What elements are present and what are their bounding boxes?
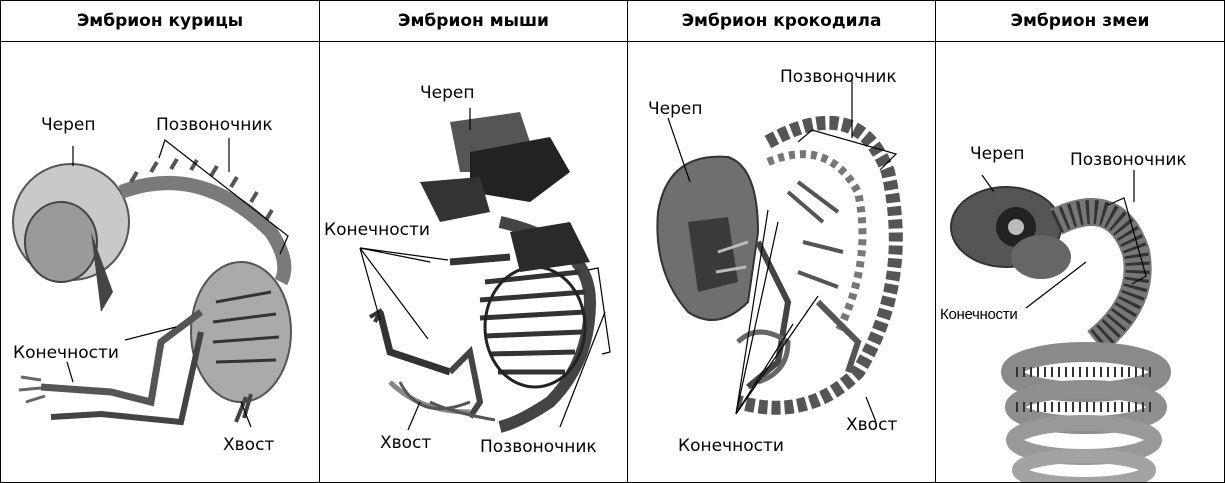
label-spine: Позвоночник <box>156 115 273 135</box>
panel-crocodile: Позвоночник Череп Хвост Конечности <box>627 42 935 482</box>
label-limbs: Конечности <box>324 220 430 240</box>
label-skull: Череп <box>648 99 702 119</box>
label-spine: Позвоночник <box>1070 150 1187 170</box>
panel-title-chicken: Эмбрион курицы <box>1 1 319 41</box>
label-limbs: Конечности <box>678 436 784 456</box>
label-limbs: Конечности <box>940 306 1017 323</box>
panel-snake: Череп Позвоночник Конечности <box>935 42 1224 482</box>
snake-skeleton-image <box>936 42 1224 482</box>
panel-title-crocodile: Эмбрион крокодила <box>627 1 935 41</box>
label-skull: Череп <box>41 115 95 135</box>
header-row: Эмбрион курицы Эмбрион мыши Эмбрион крок… <box>1 1 1224 42</box>
panel-row: Череп Позвоночник Конечности Хвост <box>1 42 1224 482</box>
panel-title-snake: Эмбрион змеи <box>935 1 1224 41</box>
label-tail: Хвост <box>380 433 431 453</box>
chicken-skeleton-image <box>1 42 319 482</box>
label-tail: Хвост <box>846 415 897 435</box>
panel-mouse: Череп Конечности Хвост Позвоночник <box>319 42 627 482</box>
panel-title-mouse: Эмбрион мыши <box>319 1 627 41</box>
mouse-skeleton-image <box>320 42 627 482</box>
label-spine: Позвоночник <box>780 67 897 87</box>
label-skull: Череп <box>970 144 1024 164</box>
panel-chicken: Череп Позвоночник Конечности Хвост <box>1 42 319 482</box>
label-spine: Позвоночник <box>480 437 597 457</box>
label-skull: Череп <box>420 83 474 103</box>
label-limbs: Конечности <box>13 343 119 363</box>
label-tail: Хвост <box>223 435 274 455</box>
